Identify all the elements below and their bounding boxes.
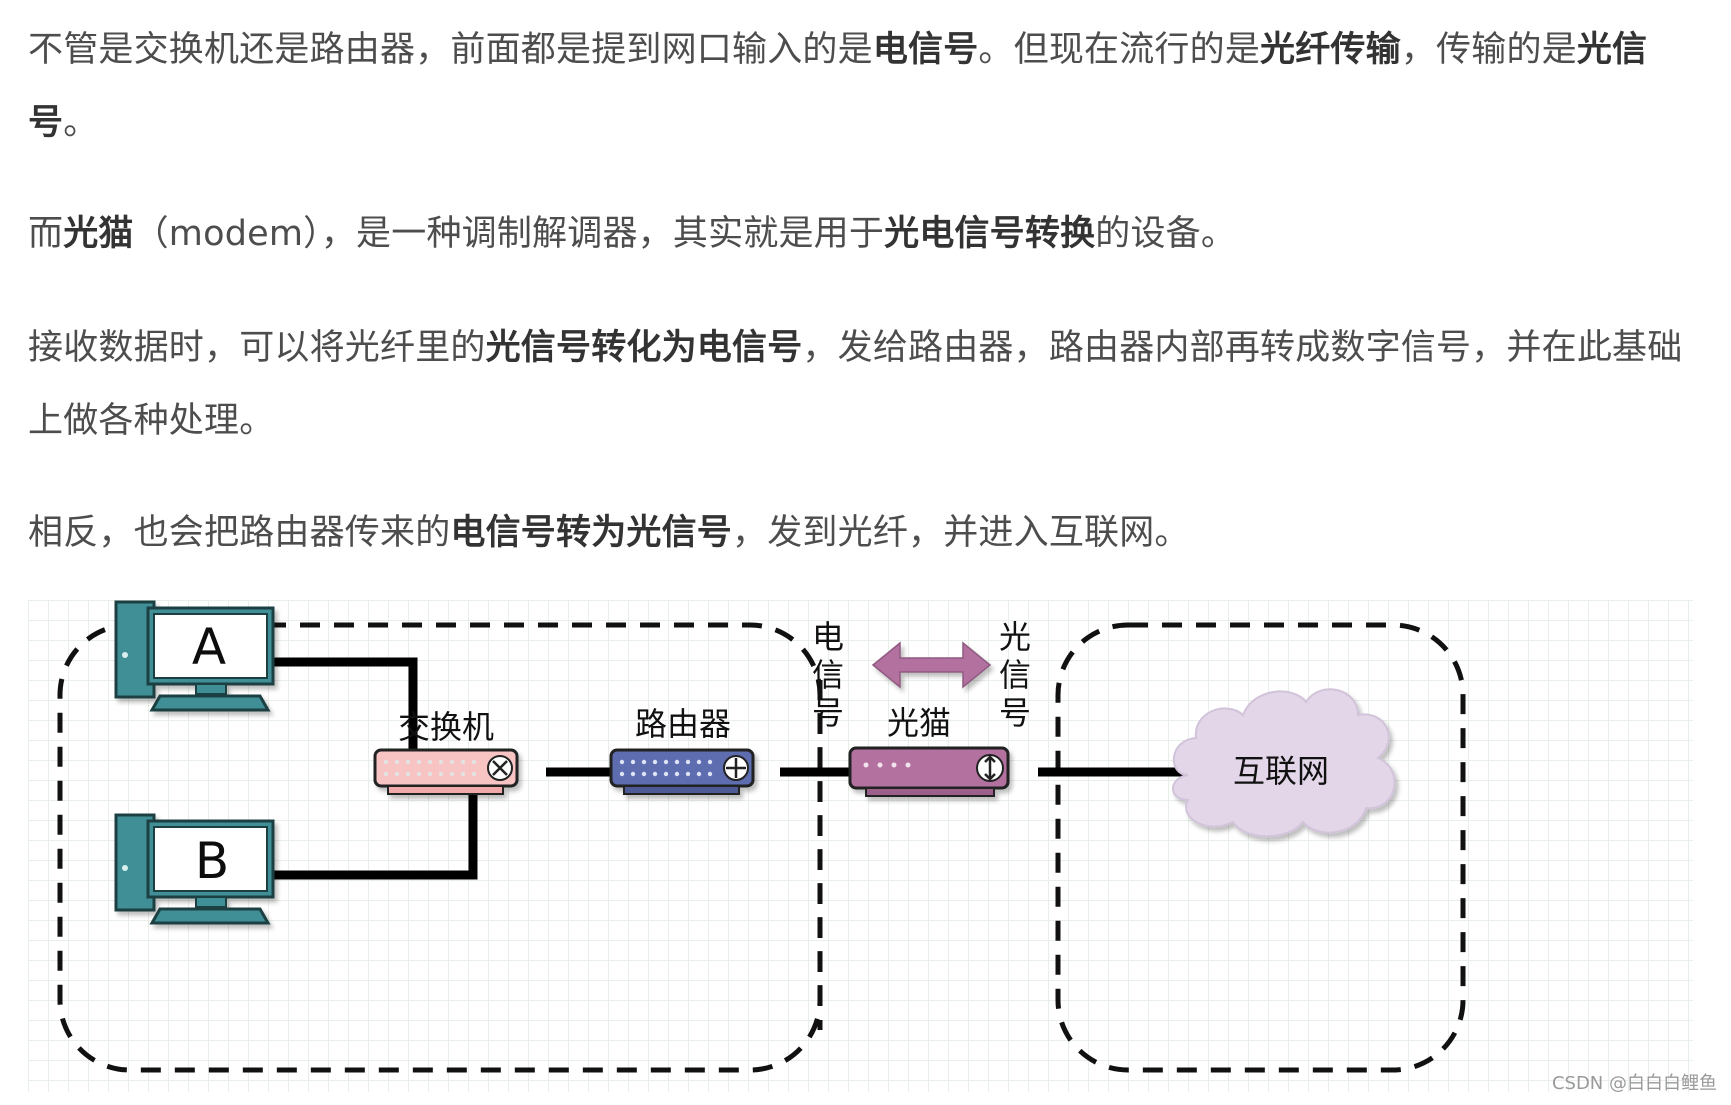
optical-signal-label: 光 信 号	[999, 618, 1031, 732]
text-segment: 相反，也会把路由器传来的	[28, 513, 451, 553]
bold-text: 光猫	[63, 214, 134, 254]
watermark: CSDN @白白白鲤鱼	[1551, 1073, 1717, 1094]
electric-signal-label: 电 信 号	[812, 618, 844, 732]
modem-icon	[848, 746, 1010, 797]
router-icon	[609, 748, 755, 795]
modem-label: 光猫	[887, 704, 951, 742]
computer-a-label: A	[192, 618, 226, 676]
text-segment: ，发到光纤，并进入互联网。	[732, 513, 1190, 553]
bold-text: 光纤传输	[1260, 30, 1401, 70]
switch-icon	[373, 748, 519, 795]
svg-text:信: 信	[999, 656, 1031, 694]
text-segment: 不管是交换机还是路由器，前面都是提到网口输入的是	[28, 30, 873, 70]
computer-a-icon: A	[114, 600, 275, 712]
text-segment: 。但现在流行的是	[978, 30, 1261, 70]
svg-text:号: 号	[999, 694, 1031, 732]
internet-label: 互联网	[1233, 752, 1329, 790]
computer-b-label: B	[195, 832, 229, 890]
svg-text:号: 号	[812, 694, 844, 732]
conversion-arrow-icon	[871, 641, 992, 689]
computer-b-icon: B	[114, 813, 275, 925]
text-segment: 。	[63, 103, 99, 143]
paragraph-1: 不管是交换机还是路由器，前面都是提到网口输入的是电信号。但现在流行的是光纤传输，…	[28, 14, 1708, 160]
switch-label: 交换机	[398, 708, 494, 746]
text-segment: ，传输的是	[1400, 30, 1577, 70]
internet-boundary	[1055, 622, 1466, 1073]
cable-b-switch	[273, 785, 478, 880]
network-diagram: A B 交换机	[28, 600, 1693, 1092]
paragraph-4: 相反，也会把路由器传来的电信号转为光信号，发到光纤，并进入互联网。	[28, 497, 1708, 570]
svg-text:光: 光	[999, 618, 1031, 656]
text-segment: 接收数据时，可以将光纤里的	[28, 328, 486, 368]
text-segment: （modem），是一种调制解调器，其实就是用于	[133, 214, 885, 254]
router-label: 路由器	[635, 705, 731, 743]
paragraph-3: 接收数据时，可以将光纤里的光信号转化为电信号，发给路由器，路由器内部再转成数字信…	[28, 312, 1708, 458]
bold-text: 光信号	[28, 30, 1648, 143]
internet-cloud-icon	[1172, 688, 1396, 838]
bold-text: 光信号转化为电信号	[485, 328, 803, 368]
svg-text:信: 信	[812, 656, 844, 694]
bold-text: 电信号转为光信号	[450, 513, 733, 553]
text-segment: ，发给路由器，路由器内部再转成数字信号，并在此基础上做各种处理。	[28, 328, 1683, 441]
local-network-boundary	[57, 622, 823, 1073]
bold-text: 光电信号转换	[884, 214, 1096, 254]
paragraph-2: 而光猫（modem），是一种调制解调器，其实就是用于光电信号转换的设备。	[28, 198, 1708, 271]
text-segment: 而	[28, 214, 64, 254]
svg-text:电: 电	[812, 618, 844, 656]
bold-text: 电信号	[872, 30, 979, 70]
network-diagram-svg: A B 交换机	[57, 600, 1466, 1073]
cable-a-switch	[273, 657, 418, 762]
text-segment: 的设备。	[1095, 214, 1237, 254]
